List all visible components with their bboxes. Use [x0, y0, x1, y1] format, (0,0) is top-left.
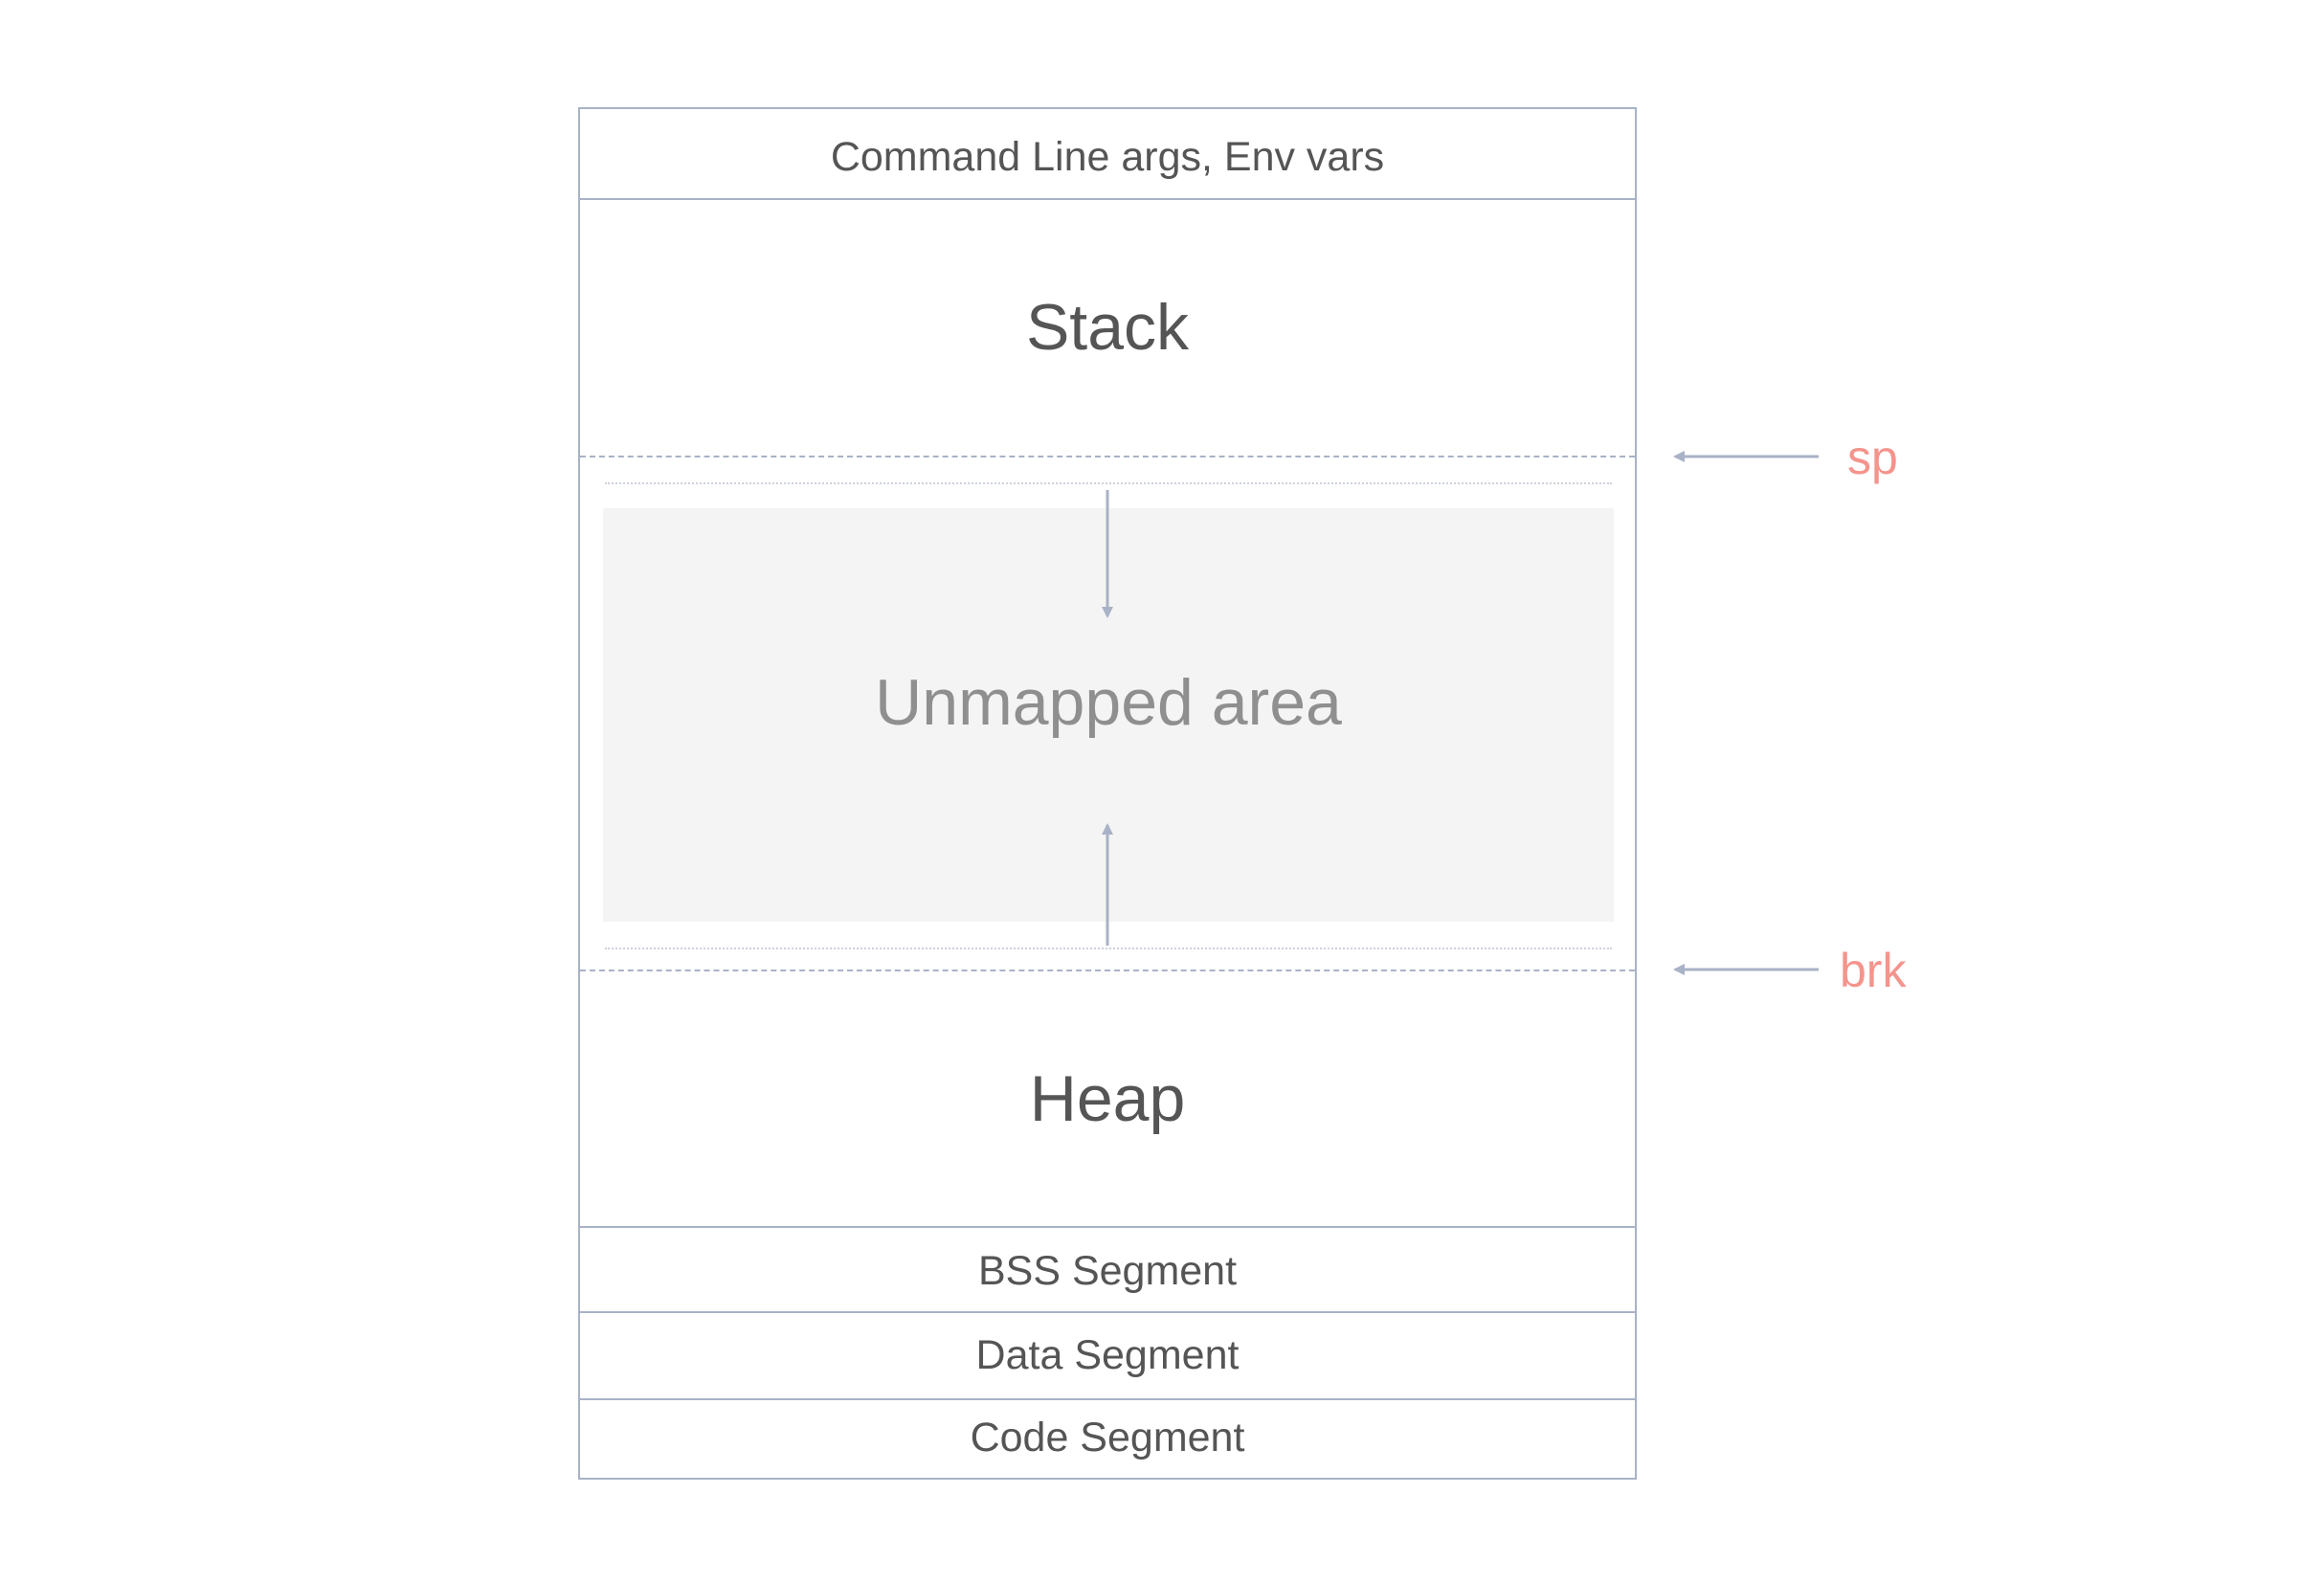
heap-bss-divider [580, 1226, 1635, 1228]
cmdline-env-region-label: Command Line args, Env vars [830, 134, 1385, 180]
heap-region-label: Heap [1029, 1062, 1186, 1135]
unmapped-area-label: Unmapped area [875, 666, 1342, 739]
sp-label: sp [1847, 431, 1898, 484]
code-segment-label: Code Segment [970, 1415, 1245, 1460]
data-segment-label: Data Segment [975, 1332, 1240, 1378]
stack-region-label: Stack [1025, 291, 1190, 364]
brk-label: brk [1840, 944, 1907, 997]
bss-data-divider [580, 1311, 1635, 1313]
bss-segment-label: BSS Segment [977, 1248, 1238, 1294]
data-code-divider [580, 1398, 1635, 1400]
break-pointer-boundary [580, 970, 1635, 971]
cmdline-stack-divider [580, 198, 1635, 200]
stack-pointer-boundary [580, 456, 1635, 457]
memory-layout-box [578, 107, 1637, 1480]
stack-edge-dotted-line [605, 482, 1612, 484]
heap-edge-dotted-line [605, 948, 1612, 949]
